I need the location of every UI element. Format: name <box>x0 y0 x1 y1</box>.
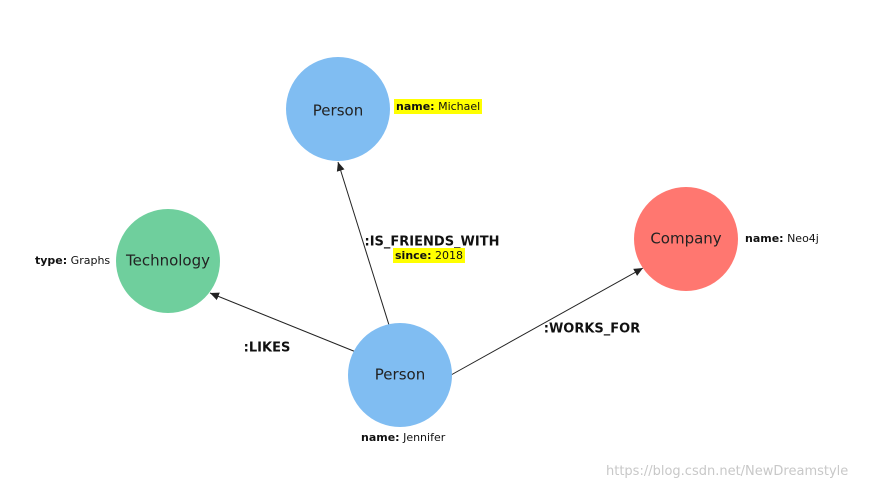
edge-is-friends-with <box>336 161 390 326</box>
node-person-center[interactable] <box>348 323 452 427</box>
prop-person-top-name: name: Michael <box>394 99 483 114</box>
watermark-text: https://blog.csdn.net/NewDreamstyle <box>606 464 849 479</box>
prop-is-friends-with-since: since: 2018 <box>393 248 466 263</box>
rel-is-friends-with-label: :IS_FRIENDS_WITH <box>365 235 500 250</box>
node-company[interactable] <box>634 187 738 291</box>
edge-likes <box>209 292 357 353</box>
node-person-top[interactable] <box>286 57 390 161</box>
prop-key: name: <box>361 431 400 444</box>
prop-key: name: <box>396 100 435 113</box>
prop-value: Jennifer <box>403 431 446 444</box>
node-technology[interactable] <box>116 209 220 313</box>
prop-technology-type: type: Graphs <box>33 253 112 268</box>
edge-works-for <box>450 267 644 376</box>
prop-value: Michael <box>438 100 481 113</box>
prop-key: type: <box>35 254 68 267</box>
prop-value: Graphs <box>70 254 111 267</box>
prop-person-center-name: name: Jennifer <box>359 430 447 445</box>
rel-likes-label: :LIKES <box>244 341 291 356</box>
prop-key: since: <box>395 249 432 262</box>
prop-value: 2018 <box>435 249 464 262</box>
node-technology-label: Technology <box>125 252 210 270</box>
rel-works-for-label: :WORKS_FOR <box>544 322 640 337</box>
node-company-label: Company <box>650 230 721 248</box>
prop-key: name: <box>745 232 784 245</box>
prop-value: Neo4j <box>787 232 819 245</box>
node-person-center-label: Person <box>375 366 425 384</box>
node-person-top-label: Person <box>313 102 363 120</box>
prop-company-name: name: Neo4j <box>743 231 821 246</box>
